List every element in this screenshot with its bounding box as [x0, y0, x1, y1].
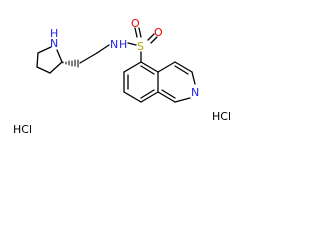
bond [157, 91, 176, 103]
bond [147, 33, 155, 41]
bonds [36, 27, 196, 103]
salt-hcl-left: HCl [13, 123, 32, 136]
bond [134, 27, 138, 38]
bond [56, 49, 63, 63]
bond [36, 66, 51, 74]
structure-diagram: N H N H S O O N HCl HCl [0, 0, 247, 148]
bond [36, 52, 39, 68]
bond [157, 61, 176, 73]
atom-label-oxygen-left: O [131, 17, 140, 30]
bond [191, 71, 196, 85]
bond [140, 65, 155, 75]
atom-label-n-sulfonamide: N [110, 38, 118, 51]
bond [37, 46, 52, 54]
bond [127, 42, 137, 46]
atom-label-n-isoquinoline: N [191, 86, 199, 99]
bond [96, 44, 110, 54]
stereo-hash-bond [62, 59, 79, 68]
bond [140, 61, 159, 73]
atom-labels: N H N H S O O N [50, 17, 199, 99]
bond [138, 27, 142, 38]
molecule-svg: N H N H S O O N HCl HCl [13, 17, 231, 136]
bond [174, 61, 193, 73]
bond [161, 89, 176, 99]
bond [140, 91, 159, 103]
atom-label-sulfur: S [137, 40, 144, 53]
bond [174, 65, 189, 75]
salt-labels: HCl HCl [13, 110, 231, 136]
atom-label-oxygen-right: O [154, 26, 163, 39]
bond [140, 89, 155, 99]
bond [123, 91, 142, 103]
bond [123, 61, 142, 73]
atom-label-h-pyrrolidine: H [50, 27, 58, 40]
salt-hcl-right: HCl [212, 110, 231, 123]
bond [79, 52, 98, 64]
bond [174, 97, 191, 103]
bond [150, 36, 158, 44]
atom-label-n-pyrrolidine: N [50, 37, 58, 50]
atom-label-h-sulfonamide: H [119, 38, 127, 51]
bond [49, 61, 63, 74]
